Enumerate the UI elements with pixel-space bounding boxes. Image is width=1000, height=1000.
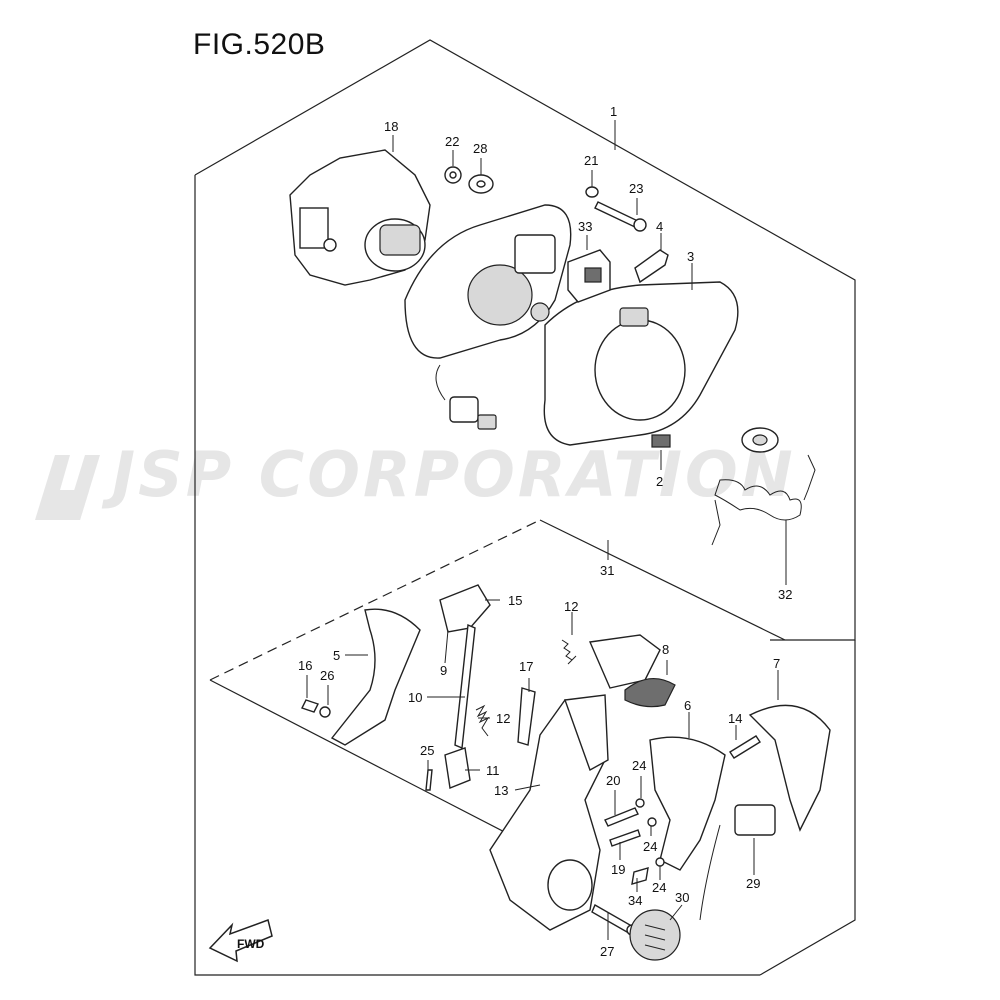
part-3-lid bbox=[543, 281, 739, 446]
callout-12b: 12 bbox=[496, 711, 510, 726]
callout-10: 10 bbox=[408, 690, 422, 705]
callout-28: 28 bbox=[473, 141, 487, 156]
part-33-switch bbox=[567, 249, 611, 303]
callout-32: 32 bbox=[778, 587, 792, 602]
callout-6: 6 bbox=[684, 698, 691, 713]
part-29-switch bbox=[734, 804, 776, 836]
part-harness-lower bbox=[699, 824, 721, 921]
fwd-arrow: FWD bbox=[208, 919, 273, 963]
callout-17: 17 bbox=[519, 659, 533, 674]
callout-27: 27 bbox=[600, 944, 614, 959]
watermark-text: JSP CORPORATION bbox=[101, 438, 796, 511]
callout-24b: 24 bbox=[643, 839, 657, 854]
callout-24a: 24 bbox=[632, 758, 646, 773]
callout-19: 19 bbox=[611, 862, 625, 877]
frame-upper-assembly bbox=[194, 39, 856, 976]
callout-26: 26 bbox=[320, 668, 334, 683]
part-harness-plug bbox=[435, 364, 497, 430]
part-21-washer bbox=[585, 186, 599, 198]
callout-9: 9 bbox=[440, 663, 447, 678]
callouts: 1 2 3 4 5 6 7 8 9 10 11 12 12 13 14 15 1… bbox=[298, 104, 792, 959]
callout-16: 16 bbox=[298, 658, 312, 673]
fwd-label: FWD bbox=[237, 937, 265, 951]
callout-7: 7 bbox=[773, 656, 780, 671]
part-17-gasket bbox=[517, 687, 536, 746]
callout-33: 33 bbox=[578, 219, 592, 234]
watermark-logo-bar-2 bbox=[65, 455, 100, 520]
part-14-pin bbox=[729, 735, 761, 759]
callout-22: 22 bbox=[445, 134, 459, 149]
callout-24c: 24 bbox=[652, 880, 666, 895]
part-12-spring-a bbox=[561, 639, 577, 665]
callout-4: 4 bbox=[656, 219, 663, 234]
leader-lines bbox=[306, 120, 787, 940]
part-16-screw bbox=[301, 699, 319, 713]
part-10-rod bbox=[454, 623, 476, 750]
figure-title: FIG.520B bbox=[193, 28, 326, 61]
part-20-screw bbox=[604, 807, 639, 827]
part-5-lever bbox=[330, 608, 421, 746]
callout-2: 2 bbox=[656, 474, 663, 489]
part-grommet bbox=[741, 427, 779, 453]
part-22-nut bbox=[444, 166, 462, 184]
part-32-lanyard bbox=[711, 454, 816, 546]
callout-5: 5 bbox=[333, 648, 340, 663]
callout-23: 23 bbox=[629, 181, 643, 196]
callout-14: 14 bbox=[728, 711, 742, 726]
callout-20: 20 bbox=[606, 773, 620, 788]
part-cover-plate bbox=[404, 204, 572, 359]
callout-8: 8 bbox=[662, 642, 669, 657]
callout-25: 25 bbox=[420, 743, 434, 758]
part-2-clip bbox=[651, 434, 671, 448]
part-25-pin bbox=[425, 769, 433, 791]
part-13-handle bbox=[489, 694, 609, 931]
part-15-bracket bbox=[439, 584, 491, 633]
frame-lower-assembly bbox=[209, 519, 786, 841]
part-24-washers bbox=[635, 798, 665, 867]
callout-12a: 12 bbox=[564, 599, 578, 614]
callout-3: 3 bbox=[687, 249, 694, 264]
callout-1: 1 bbox=[610, 104, 617, 119]
callout-21: 21 bbox=[584, 153, 598, 168]
part-28-washer bbox=[468, 174, 494, 194]
callout-31: 31 bbox=[600, 563, 614, 578]
part-19-screw bbox=[609, 829, 641, 847]
callout-34: 34 bbox=[628, 893, 642, 908]
part-8-cap bbox=[588, 634, 676, 708]
callout-15: 15 bbox=[508, 593, 522, 608]
watermark: JSP CORPORATION bbox=[35, 438, 796, 520]
callout-30: 30 bbox=[675, 890, 689, 905]
part-12-spring-b bbox=[475, 704, 490, 737]
part-30-emblem bbox=[629, 909, 681, 961]
callout-29: 29 bbox=[746, 876, 760, 891]
part-23-screw bbox=[594, 201, 647, 232]
part-4-plate bbox=[634, 249, 669, 284]
callout-18: 18 bbox=[384, 119, 398, 134]
callout-11: 11 bbox=[486, 763, 500, 778]
part-26-washer bbox=[319, 706, 331, 718]
callout-13: 13 bbox=[494, 783, 508, 798]
part-18-housing bbox=[289, 149, 431, 286]
part-34-screw bbox=[631, 867, 649, 885]
part-7-grip bbox=[748, 704, 831, 832]
part-11-block bbox=[444, 747, 471, 789]
